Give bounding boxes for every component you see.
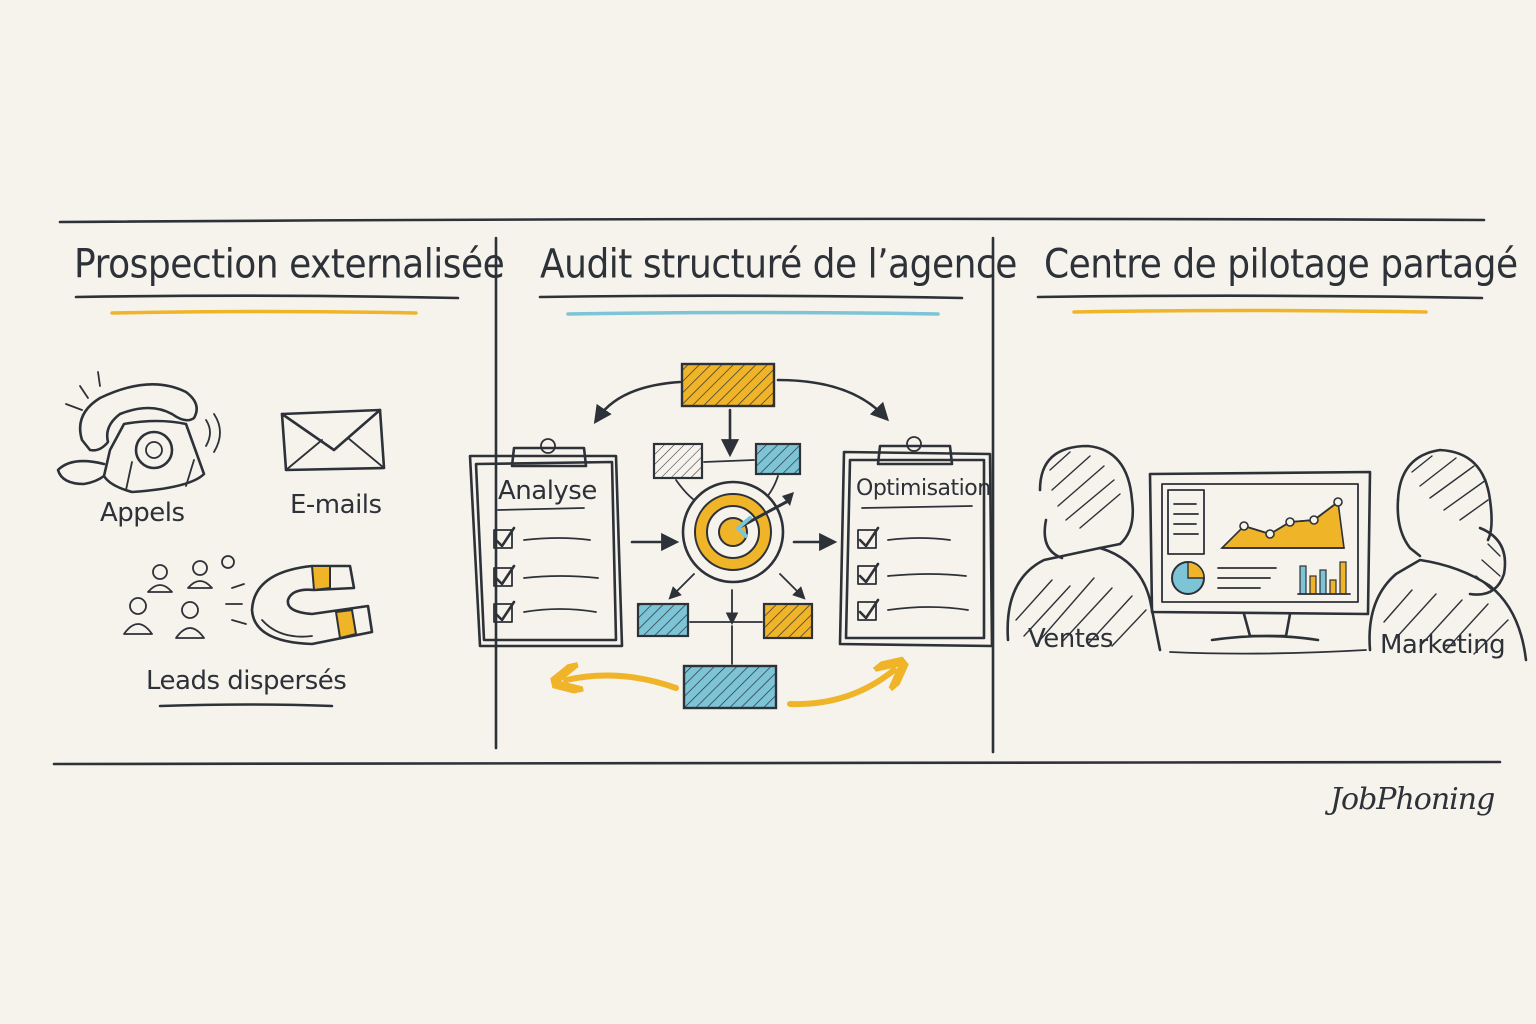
frame [52, 217, 1502, 766]
clipboard-icon [468, 438, 624, 648]
title-underlines [74, 294, 1484, 316]
section-title-audit: Audit structuré de l’agence [540, 241, 1017, 288]
marketing-label: Marketing [1380, 630, 1506, 660]
dashboard-monitor-icon [1148, 470, 1372, 655]
leads-label: Leads dispersés [146, 666, 347, 696]
emails-label: E-mails [290, 490, 382, 520]
brand-logo: JobPhoning [1330, 782, 1495, 817]
section-title-pilotage: Centre de pilotage partagé [1044, 241, 1518, 288]
clipboard-icon [838, 436, 994, 648]
calls-label: Appels [100, 498, 185, 528]
magnet-icon [250, 564, 374, 646]
person-icon [1368, 448, 1528, 662]
telephone-icon [56, 371, 221, 494]
target-icon [681, 480, 794, 584]
person-icon [1006, 444, 1162, 652]
section-title-prospection: Prospection externalisée [74, 241, 505, 288]
optimisation-label: Optimisation [856, 476, 991, 501]
leads-underline [158, 703, 334, 708]
people-icon [123, 555, 247, 639]
analyse-label: Analyse [498, 476, 597, 506]
ventes-label: Ventes [1028, 624, 1113, 654]
envelope-icon [280, 408, 386, 472]
flowchart-icon [566, 362, 894, 710]
